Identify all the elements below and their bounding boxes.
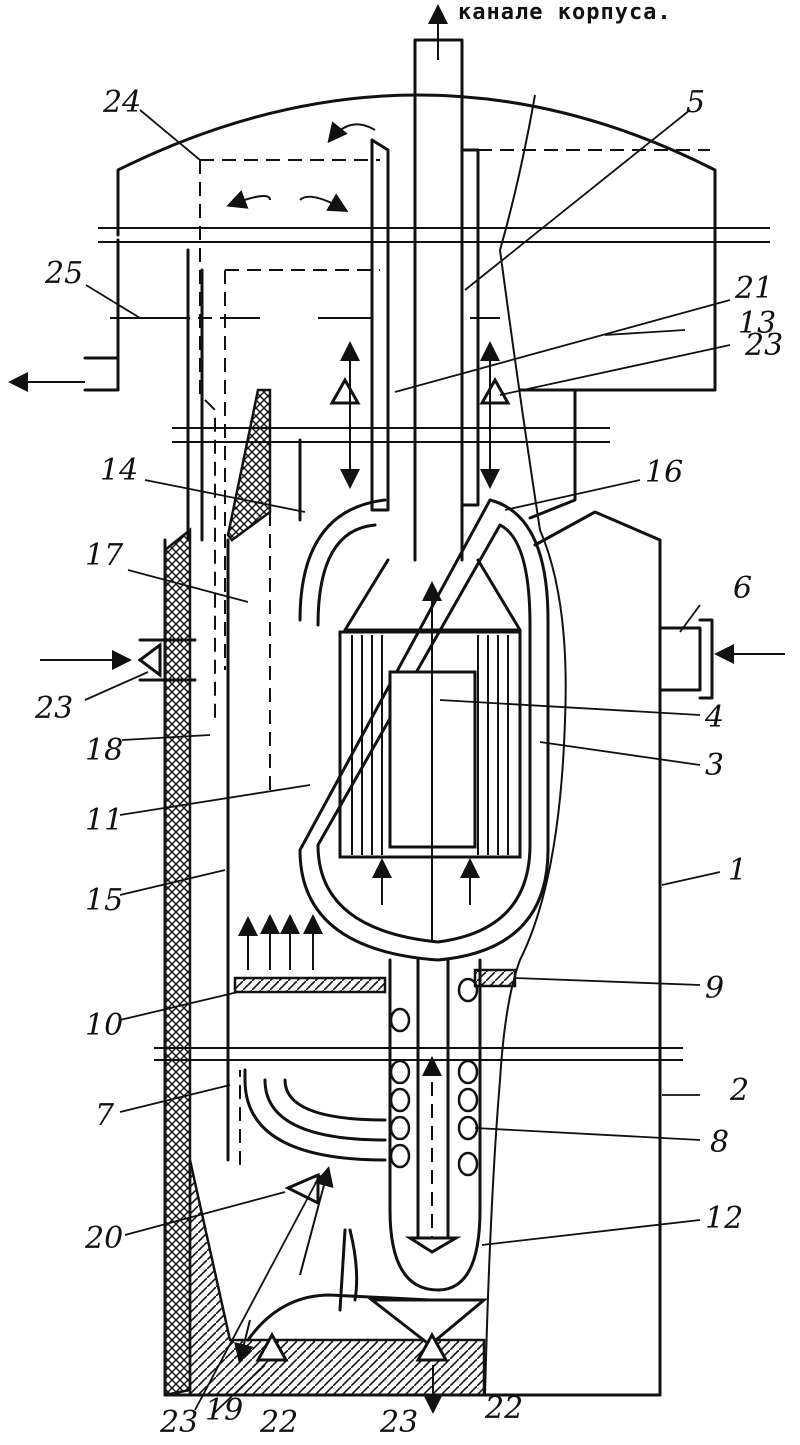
guide-tube-left [372, 140, 388, 510]
outlet-nozzle [85, 300, 118, 358]
grid-plate-10 [235, 978, 385, 992]
label-8: 8 [710, 1125, 729, 1160]
insulation-wall [165, 530, 190, 1395]
label-12: 12 [705, 1201, 743, 1236]
label-25: 25 [44, 256, 83, 291]
label-18: 18 [85, 733, 123, 768]
label-17: 17 [85, 538, 124, 573]
label-3: 3 [705, 748, 724, 783]
label-4: 4 [704, 700, 724, 735]
insulation-liner [228, 390, 270, 540]
label-22-left: 22 [259, 1405, 298, 1440]
label-22-right: 22 [484, 1391, 523, 1426]
central-column [415, 140, 462, 560]
label-23-bottom-left: 23 [159, 1405, 198, 1440]
flow-paths [110, 150, 710, 1165]
label-23-top: 23 [744, 328, 783, 363]
label-11: 11 [85, 803, 123, 838]
label-20: 20 [84, 1221, 123, 1256]
grid-plate-9 [475, 970, 515, 986]
label-23-bottom: 23 [379, 1405, 418, 1440]
label-10: 10 [85, 1008, 123, 1043]
pump-head [410, 1238, 456, 1252]
heat-exchanger-coils [391, 979, 477, 1175]
label-15: 15 [85, 883, 123, 918]
label-23-left: 23 [34, 691, 73, 726]
label-24: 24 [102, 85, 141, 120]
lower-loop-inner [265, 1080, 385, 1140]
guide-tube-right [462, 150, 478, 505]
label-2: 2 [729, 1073, 749, 1108]
label-6: 6 [733, 571, 752, 606]
label-14: 14 [100, 453, 138, 488]
valve-23-upper-right [482, 380, 508, 403]
label-7: 7 [95, 1098, 115, 1133]
label-16: 16 [645, 455, 683, 490]
label-19: 19 [205, 1393, 243, 1428]
valve-23-upper-left [332, 380, 358, 403]
shell-15 [228, 440, 300, 1160]
label-9: 9 [705, 971, 724, 1006]
inlet-nozzle-6 [660, 620, 712, 698]
bottom-valve-22 [372, 1300, 484, 1345]
valve-23-left [140, 645, 160, 675]
label-1: 1 [728, 853, 747, 888]
label-21: 21 [734, 271, 773, 306]
label-5: 5 [686, 85, 705, 120]
